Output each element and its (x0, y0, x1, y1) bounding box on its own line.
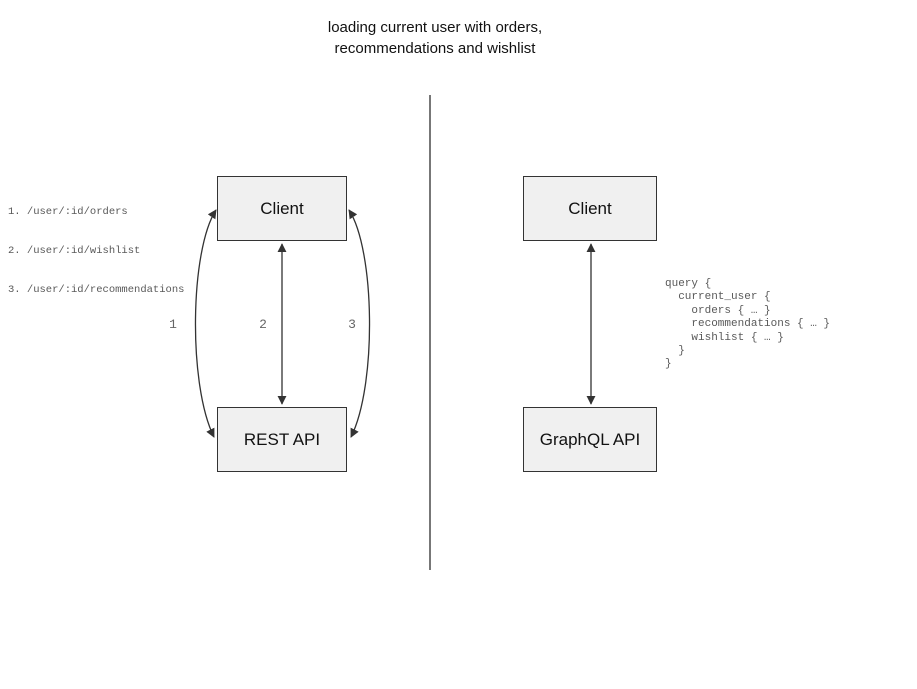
rest-endpoint-orders: 1. /user/:id/orders (8, 206, 128, 218)
rest-arrow-1-curve (194, 209, 217, 438)
rest-api-label: REST API (243, 429, 321, 449)
rest-endpoint-wishlist: 2. /user/:id/wishlist (8, 245, 141, 257)
graphql-client-box: Client (523, 176, 657, 241)
rest-arrow-label-3: 3 (348, 317, 356, 332)
graphql-query-snippet: query { current_user { orders { … } reco… (665, 278, 831, 371)
rest-arrow-label-2: 2 (259, 317, 267, 332)
graphql-api-box: GraphQL API (523, 407, 657, 472)
rest-api-box: REST API (217, 407, 347, 472)
rest-client-label: Client (260, 198, 304, 218)
slide-title: loading current user with orders, recomm… (327, 19, 543, 57)
graphql-api-label: GraphQL API (539, 429, 641, 449)
rest-endpoint-list: 1. /user/:id/orders 2. /user/:id/wishlis… (8, 180, 184, 323)
graphql-client-label: Client (568, 198, 612, 218)
rest-endpoint-recommendations: 3. /user/:id/recommendations (8, 284, 185, 296)
rest-arrow-label-1: 1 (169, 317, 177, 332)
rest-client-box: Client (217, 176, 347, 241)
